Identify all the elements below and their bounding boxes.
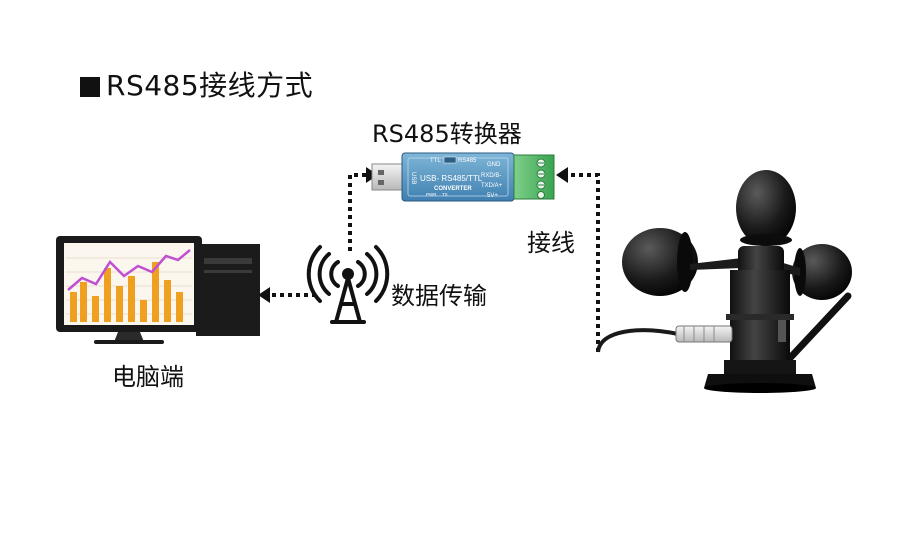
screen-bar — [140, 300, 147, 322]
desktop-computer — [56, 236, 260, 344]
sensor-cable — [596, 328, 679, 353]
pin-label-gnd: GND — [487, 162, 501, 168]
pc-label: 电脑端 — [112, 363, 184, 391]
screen-bar — [92, 296, 99, 322]
screen-bar — [152, 262, 159, 322]
screen-trend-line — [67, 249, 191, 291]
screw-terminal — [513, 154, 555, 200]
usb-rs485-converter: USB TTL RS485 USB- RS485/TTL CONVERTER G… — [371, 152, 555, 202]
anemometer-sensor — [622, 170, 852, 393]
square-bullet-icon — [80, 77, 100, 97]
screen-bar — [80, 282, 87, 322]
wireless-label: 数据传输 — [391, 282, 487, 310]
wiring-label: 接线 — [527, 229, 575, 257]
arrow-to-terminal-icon — [556, 167, 568, 183]
sensor-hub — [738, 246, 784, 276]
heading-text: RS485接线方式 — [106, 69, 314, 102]
pin-label-5v: 5V+ — [487, 193, 498, 199]
pin-label-txd: TXD/A+ — [481, 183, 503, 189]
anemometer-cup-top — [736, 170, 796, 246]
screen-bar — [116, 286, 123, 322]
ttl-board-text: TTL — [430, 158, 441, 164]
screen-bar — [70, 292, 77, 322]
usb-to-antenna-line — [348, 173, 368, 251]
board-main-text: USB- RS485/TTL — [420, 174, 483, 183]
screen-bar — [128, 276, 135, 322]
anemometer-cup-right — [792, 244, 852, 300]
usb-board-text: USB — [410, 172, 416, 184]
screen-bar-chart — [70, 262, 183, 322]
sensor-antenna — [786, 292, 852, 362]
arrow-to-pc-icon — [258, 287, 270, 303]
screen-bar — [176, 292, 183, 322]
connection-lines — [270, 173, 600, 352]
wireless-antenna-icon — [306, 245, 390, 324]
sensor-to-converter-line — [566, 173, 600, 352]
usb-plug — [371, 163, 407, 191]
monitor-stand — [114, 332, 144, 342]
board-sub-text: CONVERTER — [434, 186, 472, 192]
screen-bar — [104, 268, 111, 322]
led-label-tx: TX — [442, 192, 448, 197]
led-label-pwr: PWR — [426, 192, 437, 197]
diagram-heading: RS485接线方式 — [80, 64, 313, 104]
rs485-board-text: RS485 — [458, 158, 477, 164]
pc-tower — [196, 244, 260, 336]
pin-label-rxd: RXD/B- — [481, 173, 501, 179]
screen-bar — [164, 280, 171, 322]
converter-title: RS485转换器 — [372, 120, 522, 148]
